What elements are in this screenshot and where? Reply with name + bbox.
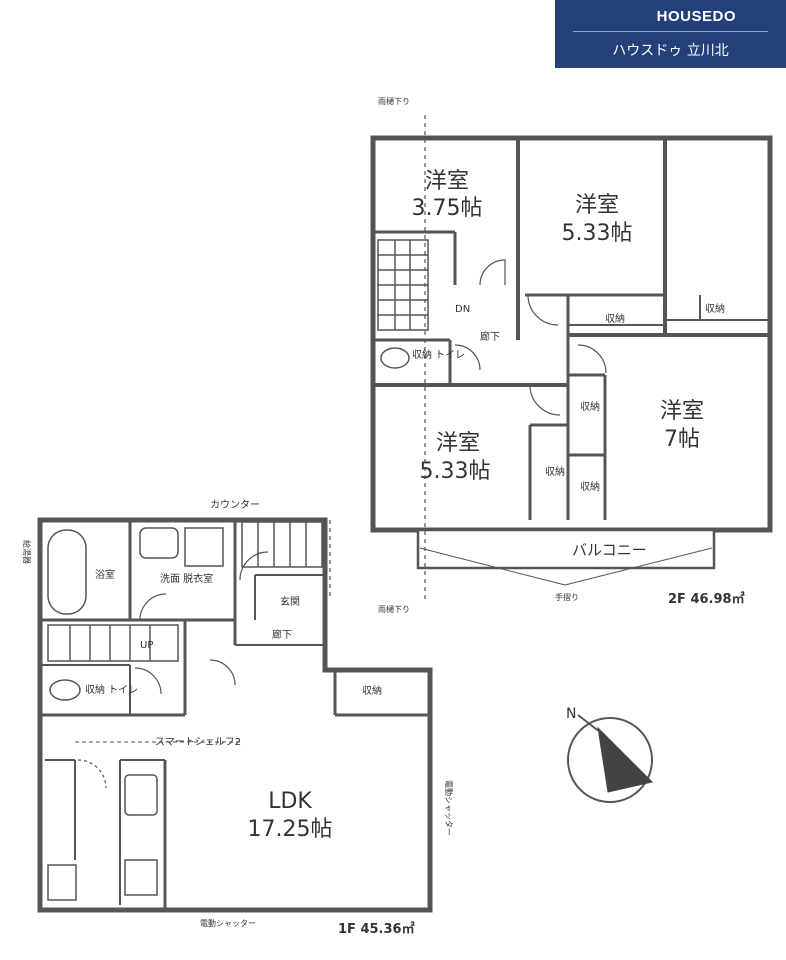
label-1f-hallway: 廊下: [272, 628, 292, 641]
room-2f-d-size: 7帖: [664, 427, 700, 452]
ldk-size: 17.25帖: [248, 817, 333, 842]
floor2-handrail-line: [564, 547, 713, 586]
label-1f-counter: カウンター: [210, 499, 260, 511]
compass-north-label: N: [566, 706, 576, 722]
floor1-door: [139, 593, 167, 621]
label-2f-storage-d: 収納: [545, 465, 565, 478]
ldk-name: LDK: [268, 789, 312, 814]
label-2f-handrail: 手摺り: [555, 592, 579, 602]
floor2-area: 2F 46.98㎡: [668, 591, 745, 607]
floor1-kitchen-stove: [124, 859, 158, 896]
room-2f-b-size: 5.33帖: [562, 221, 633, 246]
label-1f-storage: 収納: [362, 684, 382, 697]
label-1f-shutter-right: 電動シャッター: [444, 780, 453, 836]
floor2-door: [529, 384, 561, 416]
floor2-balcony: [416, 528, 716, 570]
floor1-outline: [37, 517, 433, 913]
label-1f-bath: 浴室: [95, 568, 115, 581]
label-2f-down: DN: [455, 304, 470, 315]
label-1f-entrance: 玄関: [280, 595, 300, 608]
brand-logo-rule: [573, 31, 768, 32]
floor1-washbasin: [139, 527, 179, 559]
floor1-kitchen-sink: [124, 774, 158, 816]
floor1-door: [239, 551, 269, 581]
label-2f-storage-b: 収納: [705, 302, 725, 315]
label-1f-washroom: 洗面 脱衣室: [160, 572, 213, 585]
floor2-stairs: [377, 239, 429, 331]
label-2f-storage-a: 収納: [605, 312, 625, 325]
label-2f-toilet: 収納 トイレ: [412, 348, 465, 361]
room-2f-c-size: 5.33帖: [420, 459, 491, 484]
floor1-area: 1F 45.36㎡: [338, 921, 415, 937]
floor1-entrance-steps: [241, 521, 323, 568]
floor1-fridge: [47, 864, 77, 901]
room-2f-d-name: 洋室: [660, 399, 704, 424]
floor2-handrail-line: [419, 547, 566, 586]
label-1f-up: UP: [140, 640, 153, 651]
room-2f-a-size: 3.75帖: [412, 196, 483, 221]
label-2f-hallway: 廊下: [480, 330, 500, 343]
label-2f-rain-top: 雨樋下り: [378, 96, 410, 106]
brand-logo-text: HOUSEDO: [656, 8, 736, 25]
label-2f-storage-c: 収納: [580, 400, 600, 413]
room-2f-a-name: 洋室: [425, 169, 469, 194]
label-2f-storage-e: 収納: [580, 480, 600, 493]
label-2f-rain-bottom: 雨樋下り: [378, 604, 410, 614]
floor2-toilet-bowl: [380, 347, 410, 369]
label-1f-toilet: 収納 トイレ: [85, 683, 138, 696]
room-2f-c-name: 洋室: [436, 431, 480, 456]
floor1-bathtub: [47, 529, 87, 615]
floor2-door: [454, 344, 481, 371]
compass: N: [566, 706, 653, 803]
brand-shop-name: ハウスドゥ 立川北: [612, 43, 729, 59]
floor1-toilet-bowl: [49, 679, 81, 701]
floor1-stairs: [47, 624, 179, 662]
label-1f-water-heater: 給湯器: [22, 540, 32, 564]
floor1-washer: [184, 527, 224, 567]
floor1-door: [209, 659, 236, 686]
floor2-door: [527, 294, 559, 326]
floor2-door: [577, 344, 607, 374]
label-2f-balcony: バルコニー: [572, 541, 647, 559]
label-1f-shutter-bottom: 電動シャッター: [200, 919, 256, 928]
floor2-door: [479, 259, 506, 286]
brand-logo: HOUSEDO ハウスドゥ 立川北: [555, 0, 786, 68]
label-1f-smart-shelf: スマートシェルフ2: [155, 737, 241, 748]
room-2f-b-name: 洋室: [575, 193, 619, 218]
floor1-door: [134, 667, 162, 695]
